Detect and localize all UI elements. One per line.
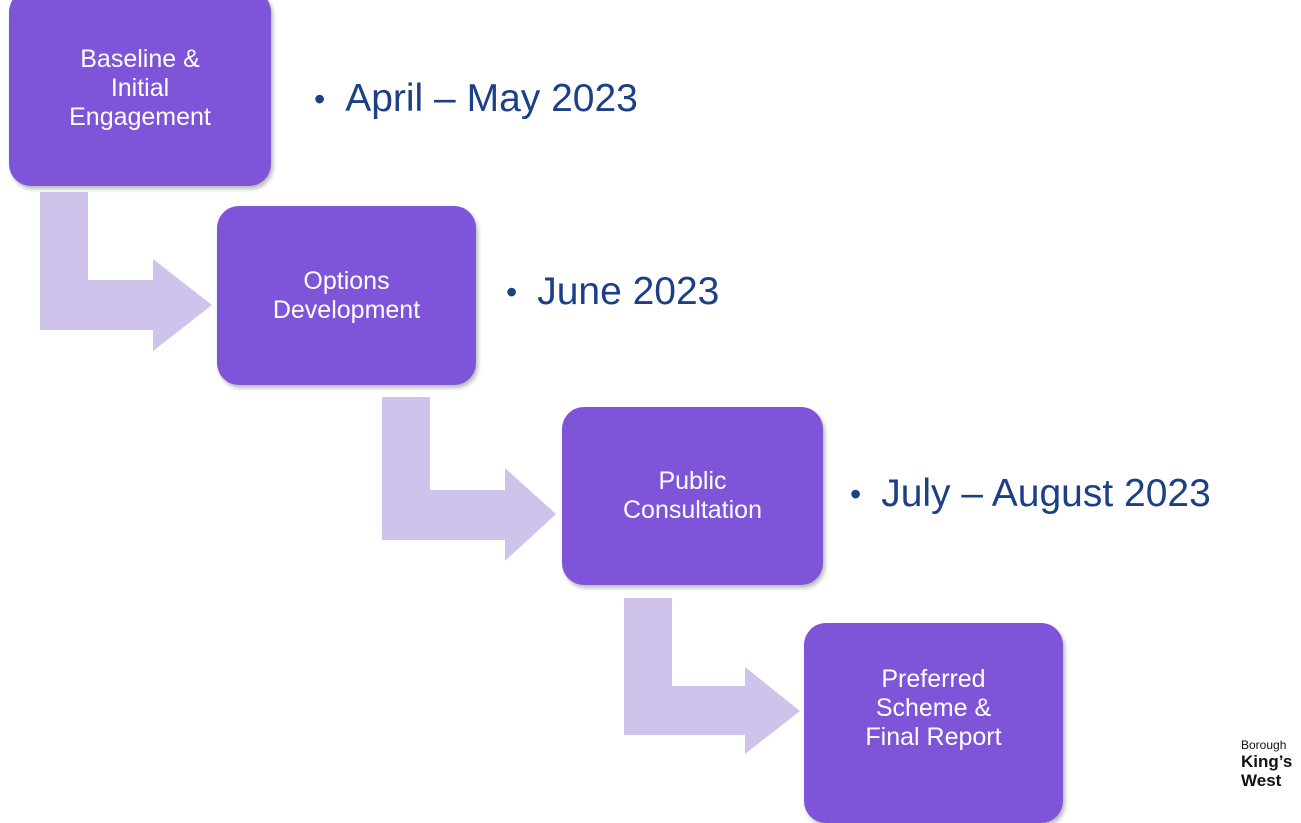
connector-arrow-3 — [624, 598, 800, 754]
step-label-baseline: Baseline & Initial Engagement — [69, 44, 211, 131]
connector-arrow-2 — [382, 397, 556, 561]
step-date-text-public-consultation: July – August 2023 — [881, 472, 1211, 515]
logo-line-borough: Borough — [1241, 738, 1287, 752]
step-date-public-consultation: • July – August 2023 — [850, 472, 1211, 516]
step-label-preferred-scheme: Preferred Scheme & Final Report — [865, 664, 1002, 751]
connector-arrow-1 — [40, 192, 212, 351]
step-date-baseline: • April – May 2023 — [314, 77, 638, 121]
bullet-icon: • — [314, 81, 326, 117]
process-connectors — [40, 192, 800, 754]
step-box-public-consultation: Public Consultation — [562, 407, 823, 585]
step-box-preferred-scheme: Preferred Scheme & Final Report — [804, 623, 1063, 823]
logo-line-west: West — [1241, 771, 1282, 790]
bullet-icon: • — [506, 274, 518, 310]
bullet-icon: • — [850, 476, 862, 512]
step-date-options-development: • June 2023 — [506, 270, 719, 314]
step-date-text-options-development: June 2023 — [537, 270, 720, 313]
logo-line-kings: King’s — [1241, 752, 1293, 771]
borough-logo: Borough King’s West — [1241, 738, 1301, 801]
step-label-public-consultation: Public Consultation — [623, 467, 762, 524]
step-box-options-development: Options Development — [217, 206, 476, 385]
step-date-text-baseline: April – May 2023 — [345, 77, 638, 120]
step-label-options-development: Options Development — [272, 266, 421, 324]
step-box-baseline: Baseline & Initial Engagement — [9, 0, 271, 186]
